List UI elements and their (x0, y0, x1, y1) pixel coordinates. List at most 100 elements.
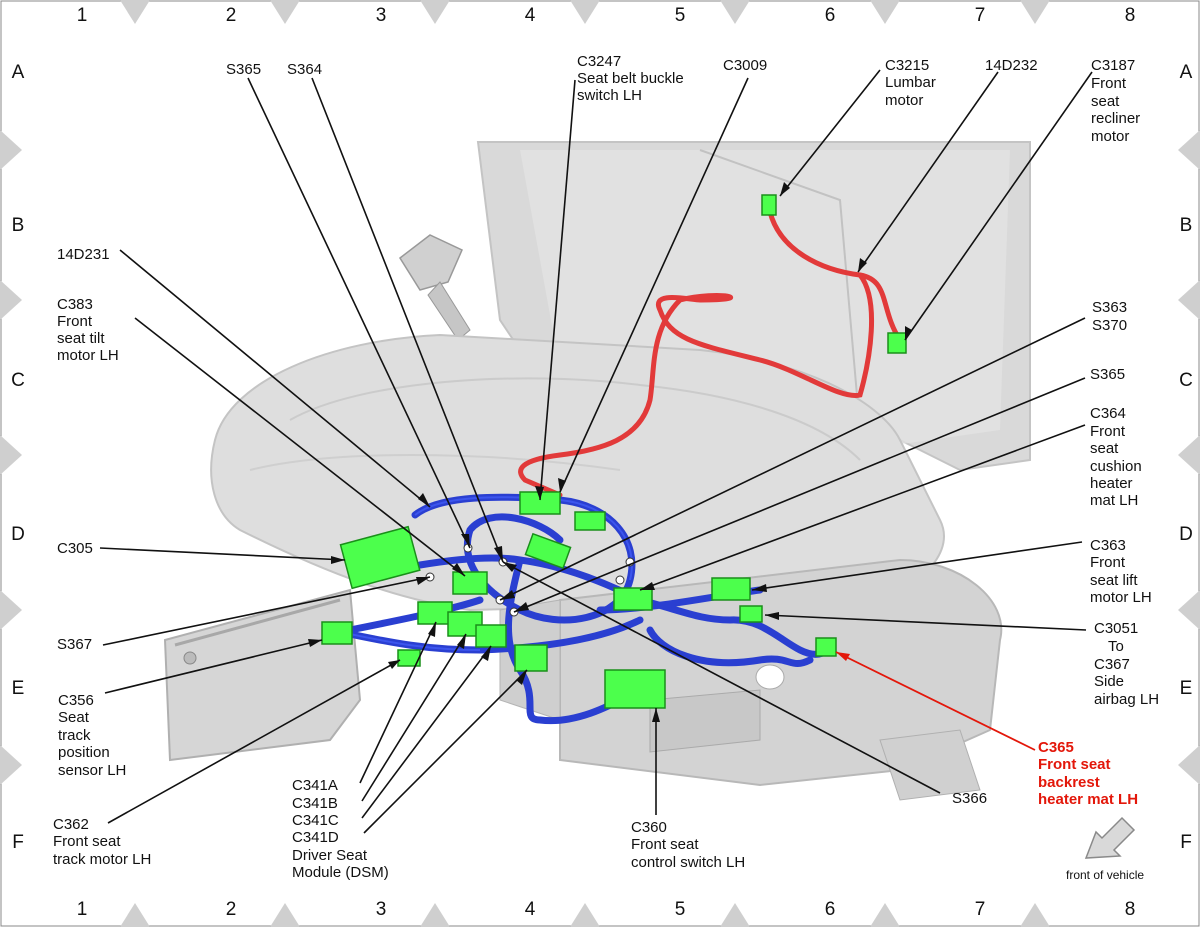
label-c363-line2: Front (1090, 554, 1126, 571)
label-c364-line2: Front (1090, 423, 1126, 440)
col-label-top: 2 (226, 5, 237, 26)
col-label-bottom: 8 (1125, 899, 1136, 920)
seat-illustration (163, 141, 1031, 801)
leader-lines (99, 69, 1093, 834)
direction-arrow-icon (1084, 816, 1136, 859)
row-label-left: B (12, 215, 25, 236)
red-harness (518, 209, 903, 498)
label-c3187-line2: Front (1091, 75, 1127, 92)
label-c365-line2: Front seat (1038, 756, 1111, 773)
connector-c341c (475, 624, 507, 648)
col-label-bottom: 6 (825, 899, 836, 920)
col-label-top: 8 (1125, 5, 1136, 26)
connector-c362 (397, 649, 421, 667)
label-c3215-line3: motor (885, 92, 923, 109)
label-s367: S367 (57, 636, 92, 653)
col-label-top: 6 (825, 5, 836, 26)
label-c3009: C3009 (723, 57, 767, 74)
label-14d232: 14D232 (985, 57, 1038, 74)
label-c364-line4: cushion (1090, 458, 1142, 475)
label-c3051-line4: Side (1094, 673, 1124, 690)
col-label-bottom: 4 (525, 899, 536, 920)
col-label-top: 3 (376, 5, 387, 26)
leader-c365 (835, 651, 1036, 751)
label-c3215-line2: Lumbar (885, 74, 936, 91)
label-c364-line6: mat LH (1090, 492, 1138, 509)
connector-c305 (339, 525, 421, 590)
col-label-bottom: 3 (376, 899, 387, 920)
row-label-left: A (12, 62, 25, 83)
label-c383-line3: seat tilt (57, 330, 105, 347)
label-c360-line2: Front seat (631, 836, 699, 853)
label-c356-line1: C356 (58, 692, 94, 709)
row-labels: A B C D E F A B C D E F (11, 62, 1193, 853)
label-c356-line2: Seat (58, 709, 90, 726)
front-of-vehicle-indicator: front of vehicle (1066, 816, 1144, 882)
label-c3215-line1: C3215 (885, 57, 929, 74)
connector-c3215 (761, 194, 777, 216)
col-label-top: 7 (975, 5, 986, 26)
arrowhead-c365 (836, 652, 850, 661)
col-label-bottom: 7 (975, 899, 986, 920)
col-label-top: 1 (77, 5, 88, 26)
label-c341a: C341A (292, 777, 338, 794)
label-dsm-line2: Module (DSM) (292, 864, 389, 881)
label-c341c: C341C (292, 812, 339, 829)
label-c3187-line3: seat (1091, 93, 1120, 110)
col-label-top: 5 (675, 5, 686, 26)
connector-c360 (604, 669, 666, 709)
label-s365-top: S365 (226, 61, 261, 78)
label-s366: S366 (952, 790, 987, 807)
label-c360-line3: control switch LH (631, 854, 745, 871)
connector-s363 (524, 532, 572, 570)
label-s365-right: S365 (1090, 366, 1125, 383)
callout-labels: S365 S364 C3247 Seat belt buckle switch … (53, 53, 1159, 881)
row-label-left: F (12, 832, 24, 853)
leader-arrowheads (308, 182, 912, 722)
row-label-right: E (1180, 678, 1193, 699)
label-c3187-line1: C3187 (1091, 57, 1135, 74)
label-front-of-vehicle: front of vehicle (1066, 868, 1144, 882)
label-c3051-line3: C367 (1094, 656, 1130, 673)
connectors (321, 194, 907, 709)
label-c341b: C341B (292, 795, 338, 812)
label-c364-line3: seat (1090, 440, 1119, 457)
connector-c356 (321, 621, 353, 645)
label-c360-line1: C360 (631, 819, 667, 836)
label-c383-line4: motor LH (57, 347, 119, 364)
label-c3247-line2: Seat belt buckle (577, 70, 684, 87)
label-c365-line3: backrest (1038, 774, 1100, 791)
label-c363-line3: seat lift (1090, 572, 1138, 589)
label-c356-line5: sensor LH (58, 762, 126, 779)
label-s364: S364 (287, 61, 322, 78)
col-label-bottom: 1 (77, 899, 88, 920)
row-label-right: A (1180, 62, 1193, 83)
connector-c363 (711, 577, 751, 601)
connector-c364 (613, 587, 653, 611)
connector-c383 (452, 571, 488, 595)
label-c362-line3: track motor LH (53, 851, 151, 868)
row-label-right: D (1179, 524, 1193, 545)
label-c364-line1: C364 (1090, 405, 1126, 422)
col-label-bottom: 2 (226, 899, 237, 920)
row-label-right: C (1179, 370, 1193, 391)
label-c3187-line5: motor (1091, 128, 1129, 145)
label-c3051-line2: To (1108, 638, 1124, 655)
column-labels: 1 2 3 4 5 6 7 8 1 2 3 4 5 6 7 8 (77, 5, 1136, 920)
label-s363-line1: S363 (1092, 299, 1127, 316)
label-c356-line3: track (58, 727, 91, 744)
connector-c365 (815, 637, 837, 657)
connector-c341a (417, 601, 453, 625)
label-c3051-line1: C3051 (1094, 620, 1138, 637)
row-label-right: B (1180, 215, 1193, 236)
label-c356-line4: position (58, 744, 110, 761)
label-c383-line1: C383 (57, 296, 93, 313)
label-c364-line5: heater (1090, 475, 1133, 492)
seat-track-rail (163, 588, 362, 762)
label-c362-line1: C362 (53, 816, 89, 833)
label-c305: C305 (57, 540, 93, 557)
label-c363-line1: C363 (1090, 537, 1126, 554)
label-c362-line2: Front seat (53, 833, 121, 850)
label-c363-line4: motor LH (1090, 589, 1152, 606)
